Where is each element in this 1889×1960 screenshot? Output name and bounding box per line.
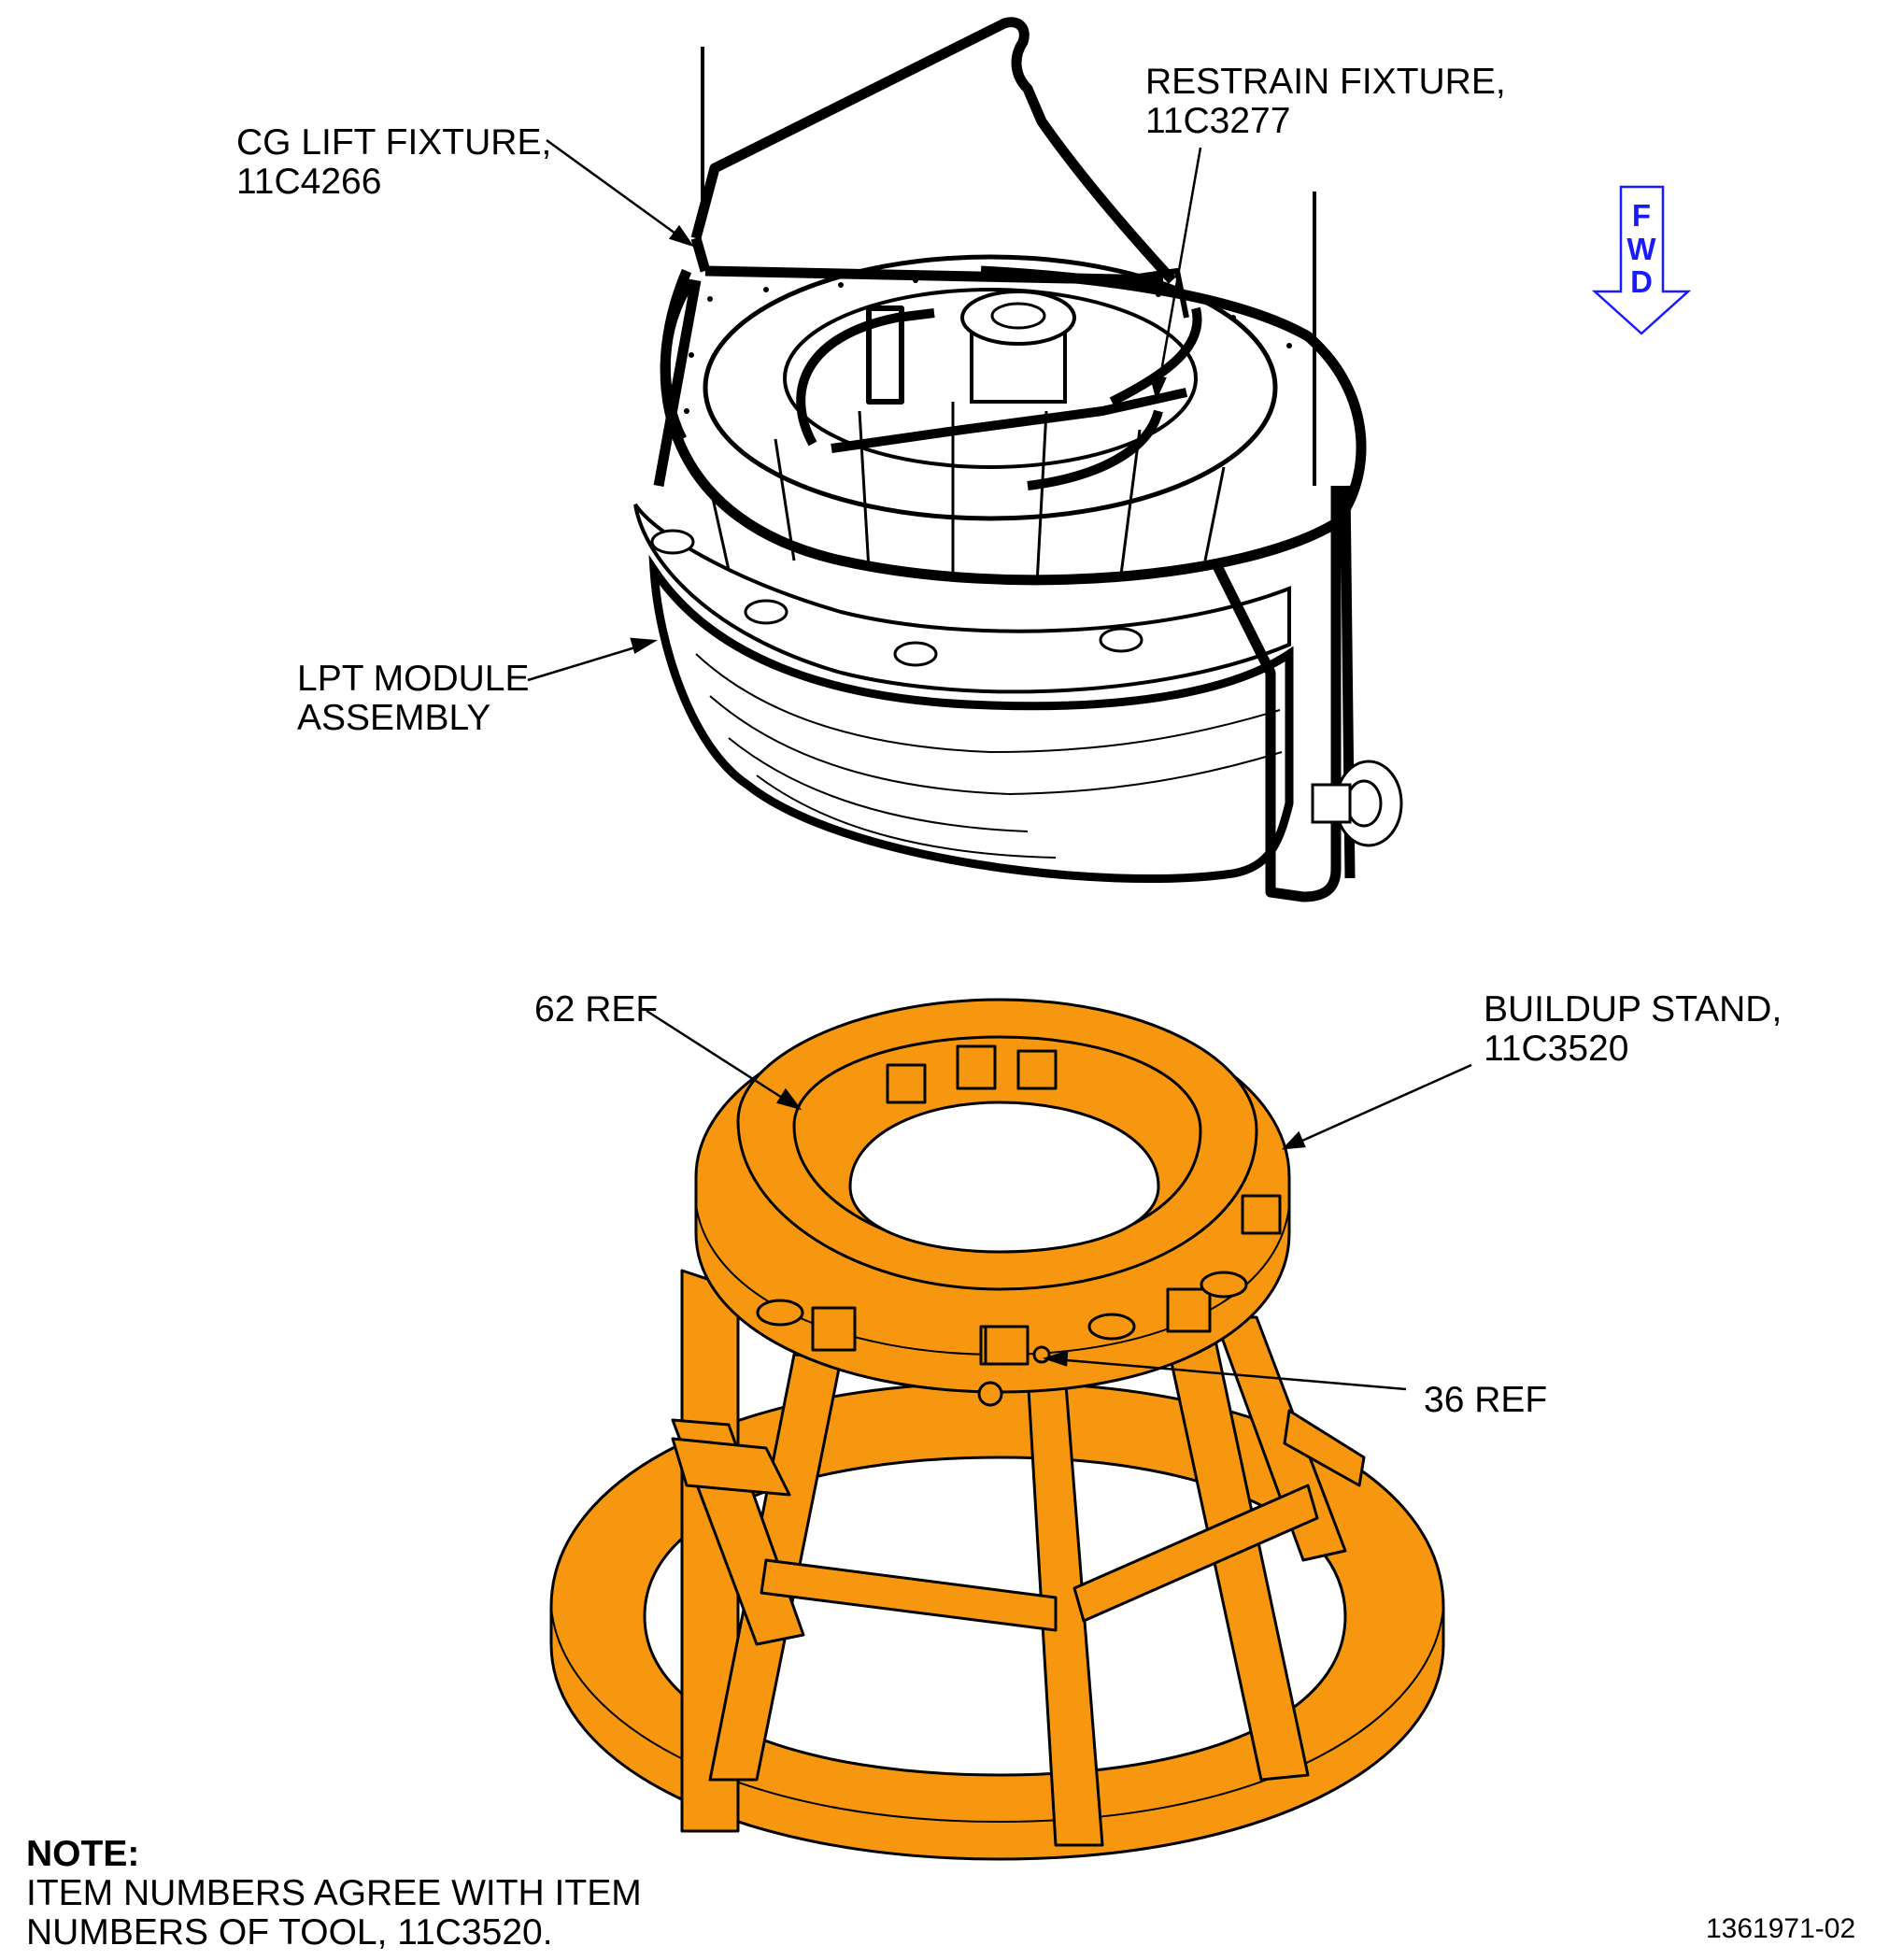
restrain-fixture-illustration	[796, 268, 1202, 490]
lift-ring-bolt-holes	[684, 277, 1292, 414]
note-line-2: NUMBERS OF TOOL, 11C3520.	[26, 1912, 553, 1953]
stand-center-opening	[848, 1101, 1160, 1254]
label-cg-lift-fixture-line-2: 11C4266	[236, 162, 382, 202]
label-36-ref: 36 REF	[1424, 1380, 1548, 1420]
label-buildup-stand-line-2: 11C3520	[1484, 1029, 1629, 1069]
fwd-letter-w: W	[1626, 232, 1656, 266]
label-restrain-fixture: RESTRAIN FIXTURE, 11C3277	[1145, 63, 1506, 141]
label-buildup-stand: BUILDUP STAND, 11C3520	[1484, 990, 1782, 1069]
stand-pockets	[756, 1271, 1248, 1341]
fwd-arrow-shape	[1591, 185, 1692, 335]
lpt-module-assembly-illustration	[633, 254, 1294, 883]
note-line-1: ITEM NUMBERS AGREE WITH ITEM	[26, 1873, 642, 1913]
fwd-letter-d: D	[1630, 264, 1653, 299]
note-heading: NOTE:	[26, 1834, 140, 1874]
label-lpt-module-assembly: LPT MODULE ASSEMBLY	[297, 660, 530, 738]
buildup-stand-illustration	[549, 998, 1445, 1861]
leader-lines	[527, 138, 1472, 1391]
forward-direction-arrow: F W D	[1591, 185, 1692, 335]
figure-id: 1361971-02	[1706, 1913, 1856, 1944]
label-cg-lift-fixture: CG LIFT FIXTURE, 11C4266	[236, 123, 551, 202]
note-block: NOTE: ITEM NUMBERS AGREE WITH ITEM NUMBE…	[26, 1835, 642, 1953]
fwd-letter-f: F	[1632, 198, 1651, 233]
adjust-handwheel	[1311, 760, 1403, 847]
cg-lift-fixture-illustration	[653, 17, 1367, 902]
stand-cross-braces	[671, 1409, 1366, 1632]
label-cg-lift-fixture-line-1: CG LIFT FIXTURE,	[236, 122, 552, 163]
label-lpt-module-assembly-line-2: ASSEMBLY	[297, 698, 491, 738]
label-restrain-fixture-line-1: RESTRAIN FIXTURE,	[1145, 62, 1506, 102]
item-36-fitting	[977, 1325, 1051, 1407]
label-buildup-stand-line-1: BUILDUP STAND,	[1484, 989, 1782, 1030]
label-62-ref: 62 REF	[534, 989, 659, 1030]
label-restrain-fixture-line-2: 11C3277	[1145, 101, 1291, 141]
label-lpt-module-assembly-line-1: LPT MODULE	[297, 659, 530, 699]
